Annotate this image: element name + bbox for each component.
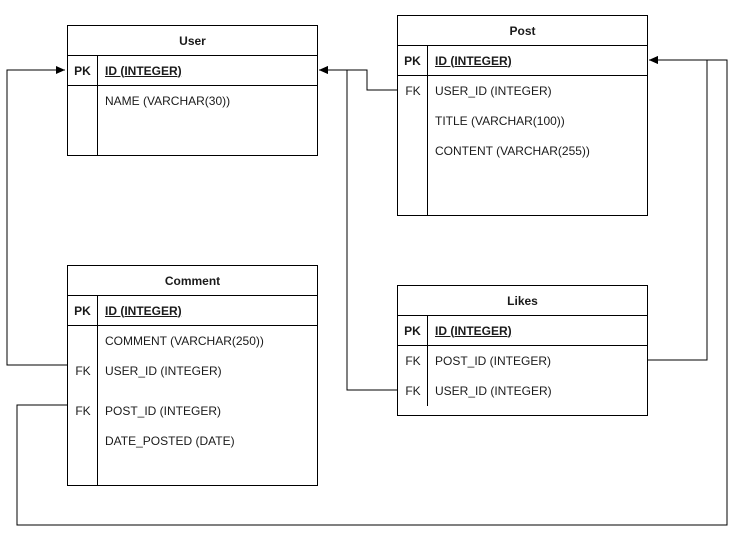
connector-post-user	[319, 66, 397, 91]
table-body: NAME (VARCHAR(30))	[68, 86, 317, 155]
connector-likes-user	[319, 66, 397, 391]
table-post: Post PK ID (INTEGER) FK USER_ID (INTEGER…	[397, 15, 648, 216]
field-name: POST_ID (INTEGER)	[435, 354, 552, 368]
table-row: FK USER_ID (INTEGER)	[398, 76, 647, 106]
field-name	[98, 386, 105, 396]
key-label	[398, 106, 428, 136]
key-label: FK	[405, 84, 421, 98]
field-name: USER_ID (INTEGER)	[105, 364, 222, 378]
table-body: FK POST_ID (INTEGER) FK USER_ID (INTEGER…	[398, 346, 647, 415]
key-label: PK	[68, 296, 98, 325]
table-row: NAME (VARCHAR(30))	[68, 86, 317, 116]
key-label: FK	[405, 384, 421, 398]
key-label	[68, 426, 98, 456]
table-row: COMMENT (VARCHAR(250))	[68, 326, 317, 356]
pk-row: PK ID (INTEGER)	[398, 46, 647, 76]
key-label: PK	[68, 56, 98, 85]
field-name: ID (INTEGER)	[435, 53, 512, 68]
field-name: ID (INTEGER)	[435, 323, 512, 338]
connector-likes-post	[647, 56, 708, 361]
key-label	[68, 326, 98, 356]
field-name: CONTENT (VARCHAR(255))	[435, 144, 590, 158]
table-comment: Comment PK ID (INTEGER) COMMENT (VARCHAR…	[67, 265, 318, 486]
table-body: FK USER_ID (INTEGER) TITLE (VARCHAR(100)…	[398, 76, 647, 215]
table-row	[68, 386, 317, 396]
pk-row: PK ID (INTEGER)	[68, 56, 317, 86]
table-row: DATE_POSTED (DATE)	[68, 426, 317, 456]
pk-row: PK ID (INTEGER)	[398, 316, 647, 346]
table-title: Post	[398, 16, 647, 46]
field-name: DATE_POSTED (DATE)	[105, 434, 235, 448]
field-name: NAME (VARCHAR(30))	[105, 94, 231, 108]
table-body: COMMENT (VARCHAR(250)) FK USER_ID (INTEG…	[68, 326, 317, 485]
key-label: PK	[398, 316, 428, 345]
connector-comment-user	[6, 66, 67, 366]
field-name: POST_ID (INTEGER)	[105, 404, 222, 418]
table-user: User PK ID (INTEGER) NAME (VARCHAR(30))	[67, 25, 318, 156]
field-name: ID (INTEGER)	[105, 303, 182, 318]
table-title: Comment	[68, 266, 317, 296]
table-title: Likes	[398, 286, 647, 316]
key-label	[398, 136, 428, 166]
table-row: CONTENT (VARCHAR(255))	[398, 136, 647, 166]
table-title: User	[68, 26, 317, 56]
field-name: ID (INTEGER)	[105, 63, 182, 78]
table-row: FK POST_ID (INTEGER)	[398, 346, 647, 376]
field-name: COMMENT (VARCHAR(250))	[105, 334, 264, 348]
key-label: FK	[75, 364, 91, 378]
key-label	[68, 86, 98, 116]
table-row: FK USER_ID (INTEGER)	[68, 356, 317, 386]
key-label: FK	[405, 354, 421, 368]
key-label: PK	[398, 46, 428, 75]
table-likes: Likes PK ID (INTEGER) FK POST_ID (INTEGE…	[397, 285, 648, 416]
pk-row: PK ID (INTEGER)	[68, 296, 317, 326]
field-name: TITLE (VARCHAR(100))	[435, 114, 565, 128]
table-row: FK USER_ID (INTEGER)	[398, 376, 647, 406]
table-row: FK POST_ID (INTEGER)	[68, 396, 317, 426]
field-name: USER_ID (INTEGER)	[435, 384, 552, 398]
connector-comment-post	[16, 56, 728, 526]
table-row: TITLE (VARCHAR(100))	[398, 106, 647, 136]
key-label	[68, 386, 98, 396]
field-name: USER_ID (INTEGER)	[435, 84, 552, 98]
key-label: FK	[75, 404, 91, 418]
